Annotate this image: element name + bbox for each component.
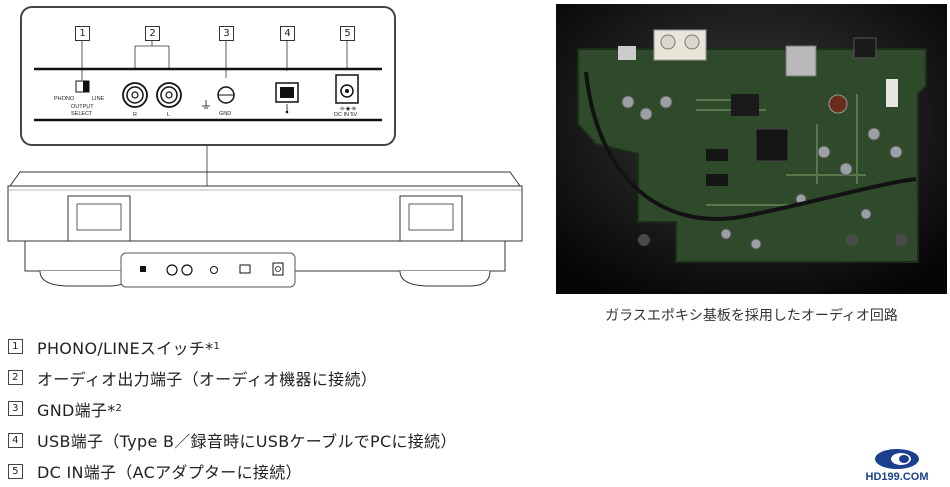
callout-number: 1 [8,339,23,355]
badge-4: 4 [280,26,295,41]
callout-item-4: 4 USB端子（Type B／録音時にUSBケーブルでPCに接続） [8,425,548,456]
callout-text: USB端子（Type B／録音時にUSBケーブルでPCに接続） [37,432,457,452]
gnd-label: GND [219,111,232,117]
callout-text: GND端子* [37,400,116,420]
footnote-marker: 2 [115,403,123,415]
select-label: SELECT [71,111,93,117]
callout-number: 4 [8,432,23,448]
jack-r-label: R [133,112,137,118]
callout-item-1: 1 PHONO/LINEスイッチ*1 [8,331,548,362]
badge-3: 3 [219,26,234,41]
jack-l-label: L [167,112,171,118]
callout-number: 2 [8,370,23,386]
badge-2: 2 [145,26,160,41]
turntable-rear-view [7,146,523,288]
switch-label-phono: PHONO [54,96,75,102]
callout-item-3: 3 GND端子*2 [8,393,548,424]
logo-text: HD199.COM [865,471,929,483]
callout-number: 3 [8,401,23,417]
photo-caption: ガラスエポキシ基板を採用したオーディオ回路 [605,308,898,324]
circuit-board-image [556,4,947,294]
callout-item-2: 2 オーディオ出力端子（オーディオ機器に接続） [8,362,548,393]
rear-panel-callout: 1 2 3 4 5 [20,6,396,146]
badge-5: 5 [340,26,355,41]
badge-1: 1 [75,26,90,41]
callout-item-5: 5 DC IN端子（ACアダプターに接続） [8,456,548,487]
hd199-logo: HD199.COM [848,447,946,483]
svg-text:⊖-◉-⊕: ⊖-◉-⊕ [340,106,356,112]
rear-panel-drawing: ⊖-◉-⊕ [34,41,382,122]
circuit-board-photo [556,4,947,294]
callout-list: 1 PHONO/LINEスイッチ*1 2 オーディオ出力端子（オーディオ機器に接… [8,331,548,487]
footnote-marker: 1 [213,341,221,353]
callout-text: オーディオ出力端子（オーディオ機器に接続） [37,369,378,389]
output-label: OUTPUT [71,104,94,110]
dc-in-label: DC IN 5V [334,112,358,118]
callout-number: 5 [8,463,23,479]
callout-text: PHONO/LINEスイッチ* [37,338,214,358]
callout-text: DC IN端子（ACアダプターに接続） [37,463,302,483]
switch-label-line: LINE [92,96,105,102]
logo-mark-icon [875,449,919,469]
